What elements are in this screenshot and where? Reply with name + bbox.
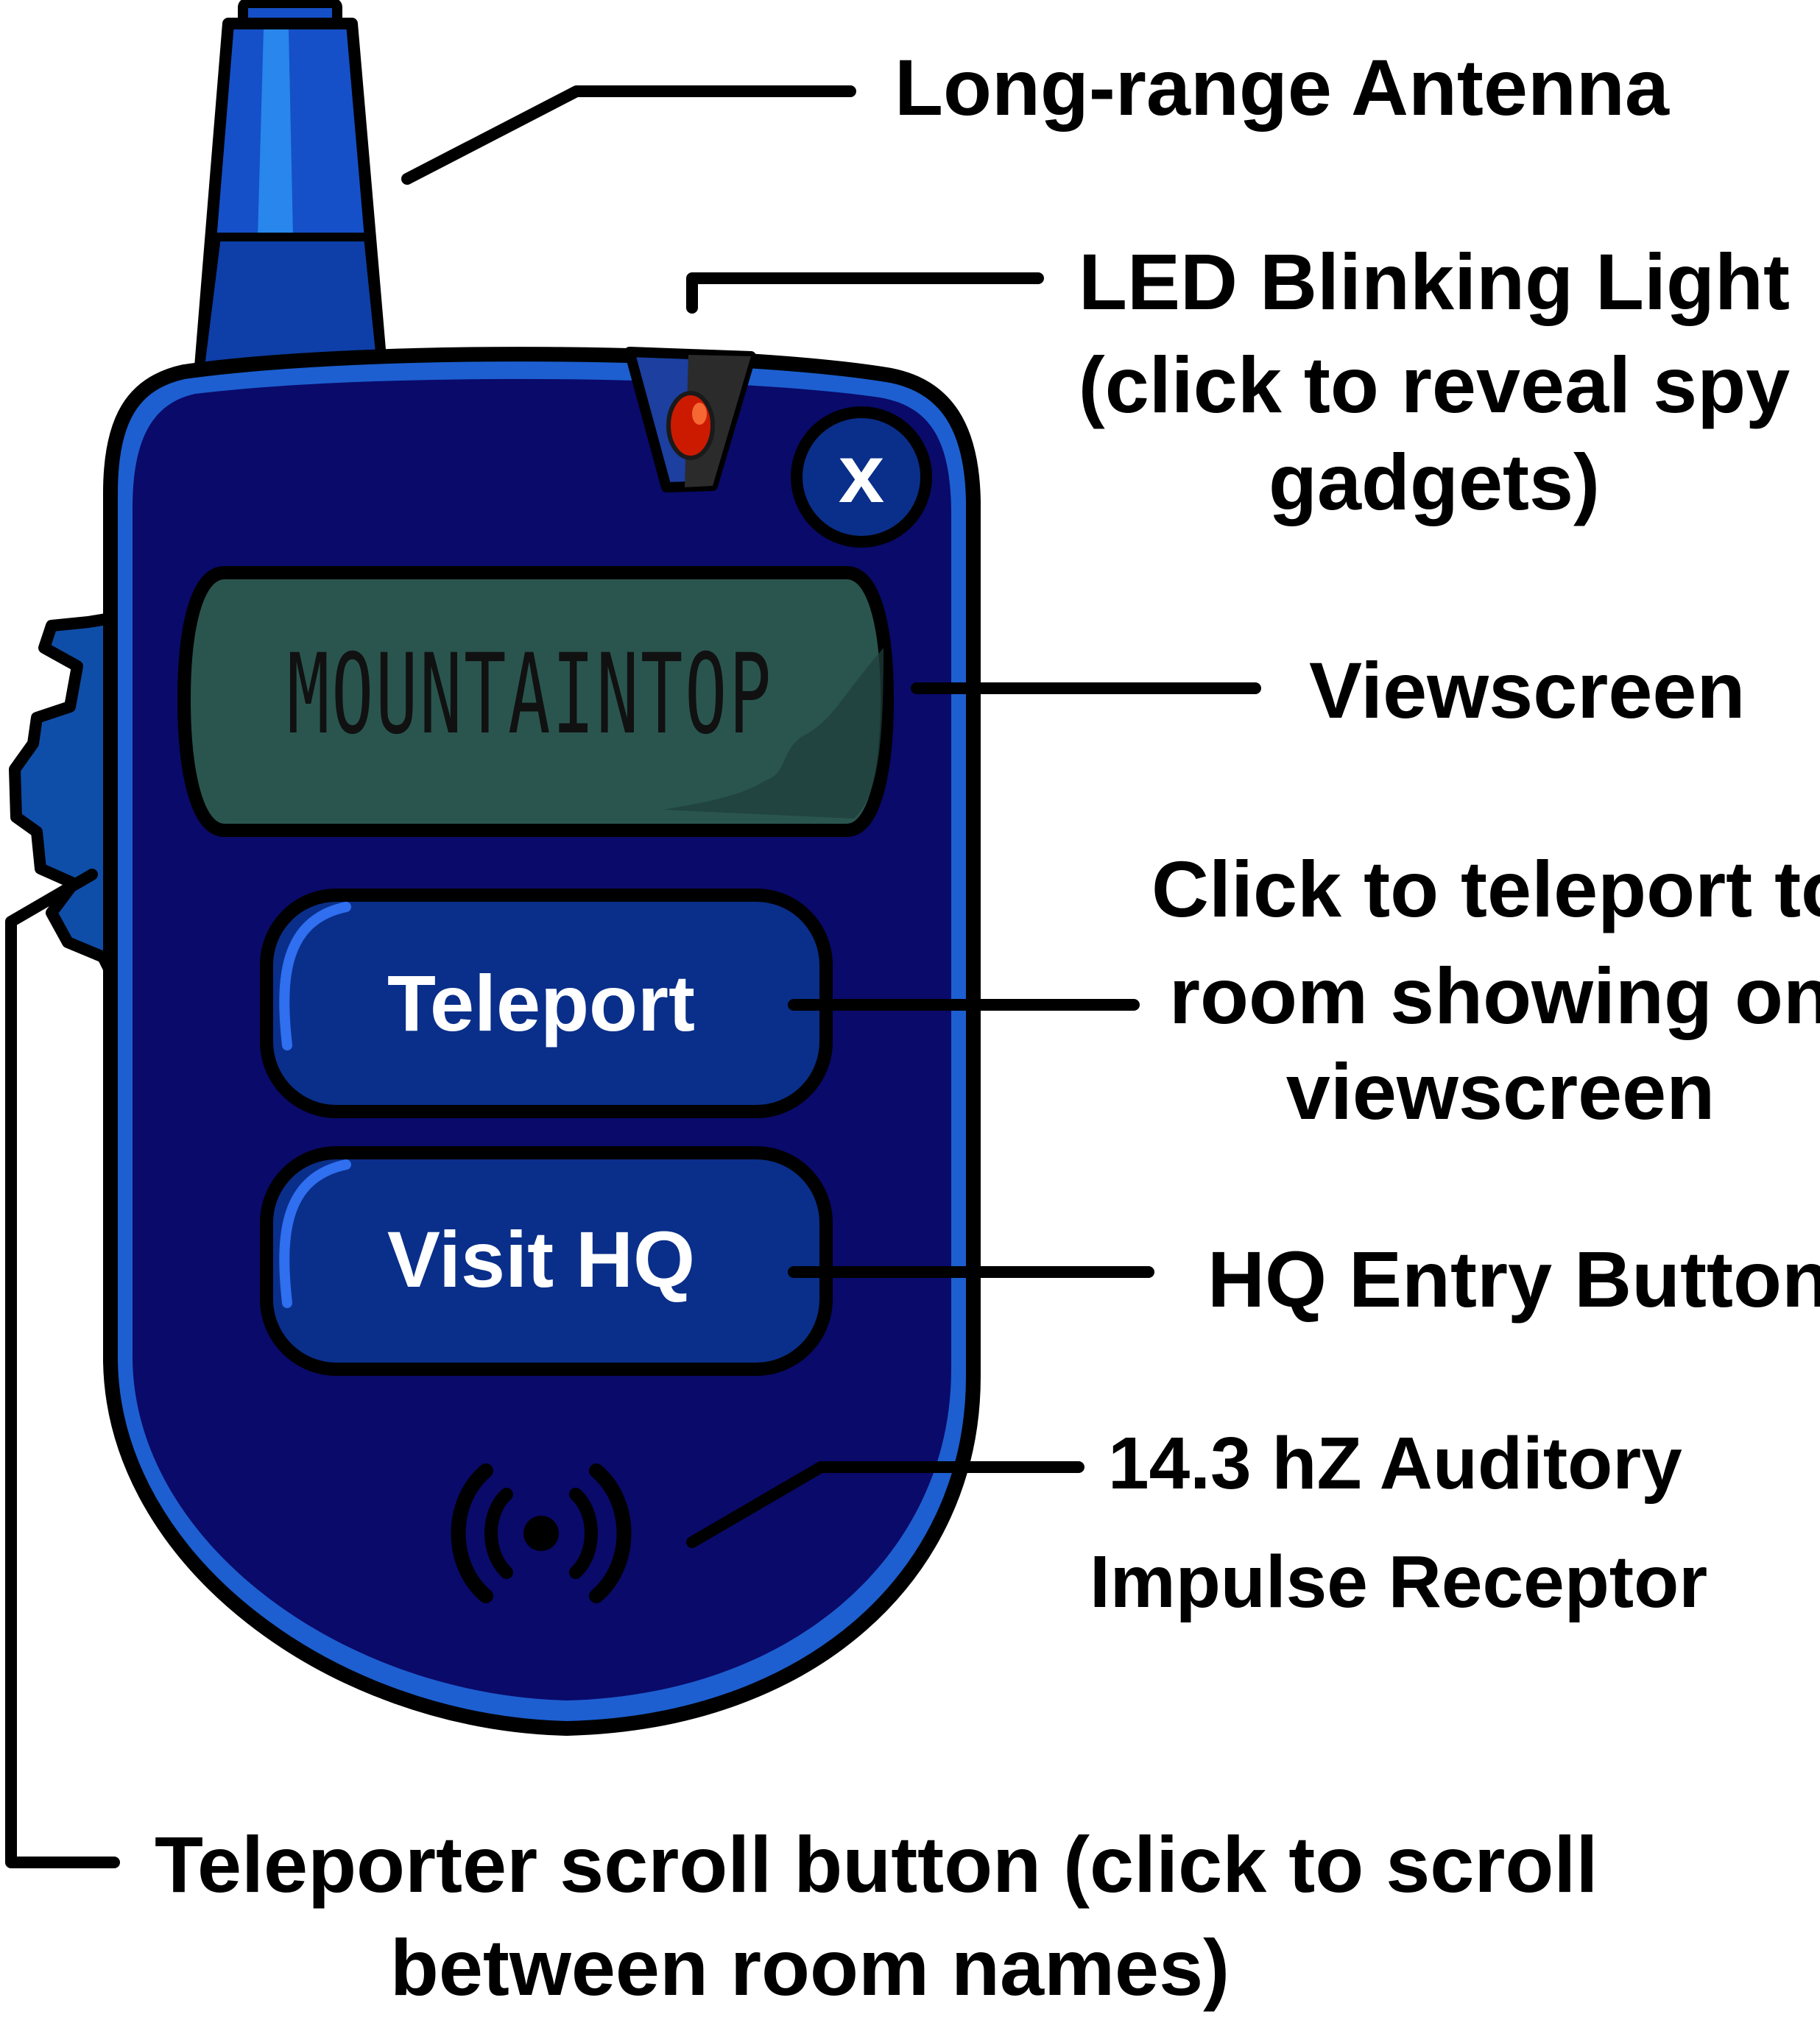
callout-receptor-line1: 14.3 hZ Auditory [1108,1422,1682,1505]
callout-led-line3: gadgets) [1269,437,1600,526]
teleport-button[interactable]: Teleport [260,889,833,1118]
callout-labels: Long-range Antenna LED Blinking Light (c… [155,43,1820,2012]
leader-antenna [401,85,856,185]
viewscreen: MOUNTAINTOP [177,566,894,837]
callout-led-line2: (click to reveal spy [1079,340,1791,429]
callout-receptor-line2: Impulse Receptor [1090,1541,1707,1623]
teleport-button-label[interactable]: Teleport [387,958,695,1048]
leader-receptor [686,1461,1084,1548]
leader-led [686,272,1044,314]
viewscreen-text: MOUNTAINTOP [287,631,773,759]
callout-antenna: Long-range Antenna [895,43,1670,132]
callout-teleport-line2: room showing on [1169,951,1820,1040]
callout-scroll-line1: Teleporter scroll button (click to scrol… [155,1820,1598,1909]
leader-scroll [5,869,120,1868]
close-button[interactable]: x [791,406,932,548]
speaker-icon [451,1463,632,1603]
visit-hq-button[interactable]: Visit HQ [260,1146,833,1376]
callout-scroll-line2: between room names) [390,1923,1230,2012]
scroll-gear-icon[interactable] [9,612,135,992]
callout-teleport-line1: Click to teleport to [1151,844,1820,933]
callout-teleport-line3: viewscreen [1286,1047,1715,1136]
visit-hq-button-label[interactable]: Visit HQ [387,1215,695,1304]
callout-hq-entry: HQ Entry Button [1207,1234,1820,1324]
leader-lines [5,85,1261,1868]
callout-viewscreen: Viewscreen [1309,646,1745,735]
callout-led-line1: LED Blinking Light [1079,237,1790,326]
antenna [194,0,387,372]
close-icon[interactable]: x [839,428,884,520]
led-light[interactable] [624,347,756,492]
